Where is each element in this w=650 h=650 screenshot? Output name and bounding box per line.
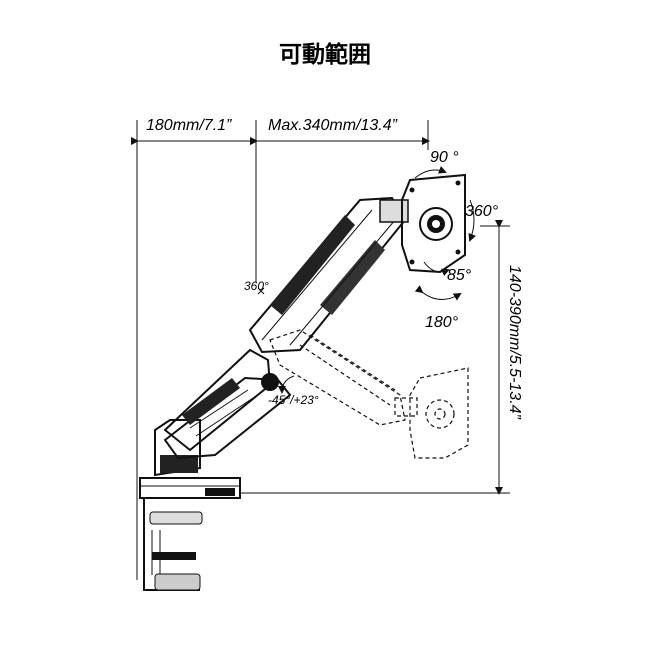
tilt-up-angle-label: 90 ° [430,149,459,166]
tilt-down-angle-label: 85° [447,267,472,284]
lowered-arm-ghost [269,329,418,426]
lower-arm [163,373,292,460]
arm-base-post [154,348,272,477]
desk-clamp [139,477,241,591]
vesa-plate-lower-ghost [409,367,469,459]
upper-arm [248,196,409,354]
top-dimension-lines [131,120,430,580]
base-width-label: 180mm/7.1” [146,117,232,134]
height-dimension-lines [240,220,510,495]
swivel-angle-label: 180° [425,314,459,331]
rotation-angle-label: 360° [465,203,499,220]
max-reach-label: Max.340mm/13.4” [268,117,398,134]
arm-tilt-angle-label: -45°/+23° [268,393,319,407]
height-range-label: 140-390mm/5.5-13.4” [506,265,523,420]
vesa-plate-upper [401,173,466,274]
diagram-title: 可動範囲 [279,41,371,68]
rotation-arrows [257,166,476,394]
arm-rotation-angle-label: 360° [244,279,269,293]
